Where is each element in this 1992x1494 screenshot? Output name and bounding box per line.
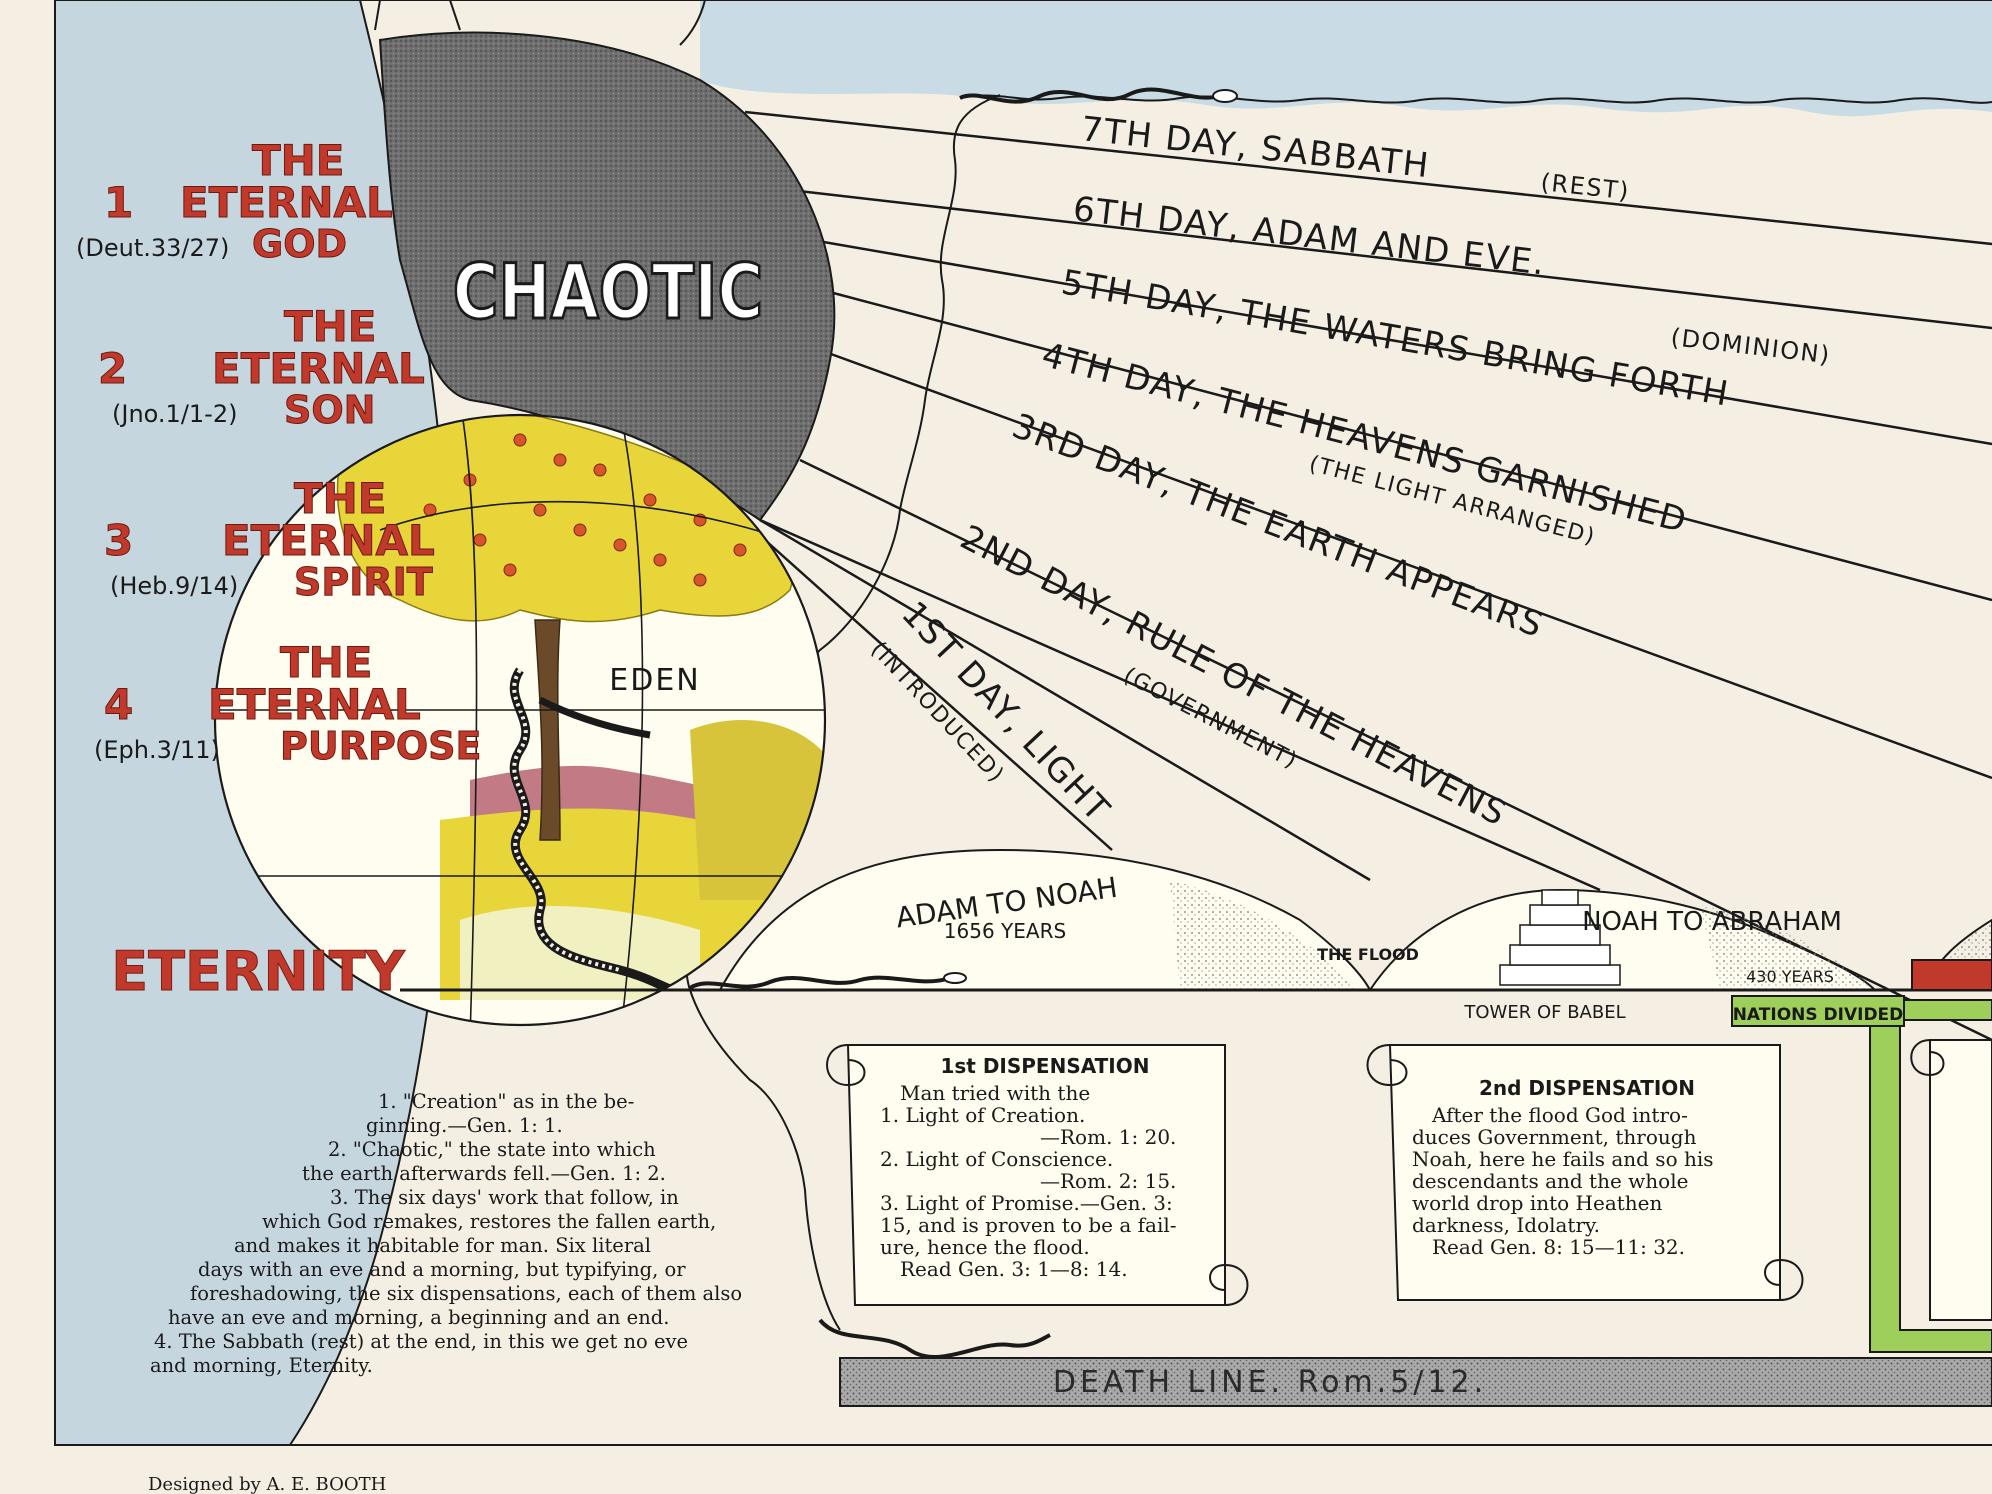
dispensation-1-heading: 1st DISPENSATION	[940, 1054, 1150, 1078]
creation-note-line: and makes it habitable for man. Six lite…	[234, 1234, 652, 1257]
dispensation-2-line: duces Government, through	[1412, 1125, 1697, 1149]
creation-note-line: and morning, Eternity.	[150, 1354, 373, 1377]
creation-note-line: foreshadowing, the six dispensations, ea…	[190, 1282, 743, 1305]
eternal-3-the: THE	[294, 474, 387, 524]
day-7-note: (REST)	[1539, 168, 1631, 205]
creation-note-line: which God remakes, restores the fallen e…	[262, 1210, 717, 1233]
dispensation-2-line: descendants and the whole	[1412, 1169, 1689, 1193]
eternal-1-name: GOD	[251, 222, 348, 267]
eternal-2-eternal: ETERNAL	[212, 344, 426, 394]
dispensation-scroll-2	[1366, 1044, 1804, 1301]
dispensation-1-line: Read Gen. 3: 1—8: 14.	[900, 1257, 1128, 1281]
dispensation-2-line: Noah, here he fails and so his	[1412, 1147, 1714, 1171]
tower-of-babel-label: TOWER OF BABEL	[1463, 1002, 1625, 1023]
day-6-note: (DOMINION)	[1669, 323, 1832, 369]
eternal-1-eternal: ETERNAL	[180, 178, 394, 228]
eternal-4-reference: (Eph.3/11)	[94, 736, 220, 764]
eternal-3-name: SPIRIT	[294, 560, 434, 605]
designer-credit: Designed by A. E. BOOTH	[148, 1474, 387, 1494]
dispensation-2-line: darkness, Idolatry.	[1412, 1213, 1601, 1237]
dispensation-scroll-1	[826, 1044, 1249, 1306]
age-2-years: 430 YEARS	[1746, 967, 1834, 986]
dispensation-2-line: Read Gen. 8: 15—11: 32.	[1432, 1235, 1686, 1259]
creation-note-line: have an eve and morning, a beginning and…	[168, 1306, 670, 1329]
eternal-1-the: THE	[252, 136, 345, 186]
dispensation-2-line: After the flood God intro-	[1432, 1103, 1688, 1127]
eden-globe	[215, 415, 825, 1025]
dispensation-1-line: 1. Light of Creation.	[880, 1103, 1086, 1127]
eternal-3-number: 3	[103, 516, 134, 566]
eternity-label: ETERNITY	[111, 940, 405, 1003]
creation-note-line: 4. The Sabbath (rest) at the end, in thi…	[154, 1330, 689, 1353]
day-6-label: 6TH DAY, ADAM AND EVE.	[1071, 189, 1548, 283]
eternal-2-the: THE	[284, 302, 377, 352]
dispensation-1-line: 3. Light of Promise.—Gen. 3:	[880, 1191, 1173, 1215]
eternal-4-eternal: ETERNAL	[208, 680, 422, 730]
creation-note-line: 1. "Creation" as in the be-	[378, 1090, 635, 1113]
day-7-label: 7TH DAY, SABBATH	[1079, 109, 1432, 186]
the-flood-label: THE FLOOD	[1317, 945, 1419, 964]
age-2-title: NOAH TO ABRAHAM	[1582, 907, 1842, 937]
eternal-2-number: 2	[97, 344, 128, 394]
eternal-2-name: SON	[283, 388, 376, 433]
nations-divided-frame	[1869, 999, 1992, 1353]
dispensation-2-text: 2nd DISPENSATION After the flood God int…	[1412, 1076, 1762, 1258]
eden-label: EDEN	[609, 663, 700, 698]
tower-of-babel-illustration	[1499, 889, 1621, 986]
creation-note-line: the earth afterwards fell.—Gen. 1: 2.	[302, 1162, 666, 1185]
dispensation-1-line: 15, and is proven to be a fail-	[880, 1213, 1177, 1237]
eternal-3-reference: (Heb.9/14)	[110, 572, 239, 600]
death-line-label: DEATH LINE. Rom.5/12.	[1053, 1365, 1487, 1400]
eternal-4-the: THE	[280, 638, 373, 688]
eternal-1-number: 1	[103, 178, 134, 228]
chaotic-sphere	[378, 31, 836, 522]
dispensation-1-line: Man tried with the	[900, 1081, 1091, 1105]
nations-divided-label: NATIONS DIVIDED	[1733, 1005, 1904, 1025]
dispensation-1-line: ure, hence the flood.	[880, 1235, 1090, 1259]
death-line-bar	[839, 1357, 1992, 1407]
eternal-3-eternal: ETERNAL	[222, 516, 436, 566]
creation-note-line: ginning.—Gen. 1: 1.	[366, 1114, 563, 1137]
dispensation-1-line: —Rom. 2: 15.	[1040, 1169, 1177, 1193]
eternal-4-name: PURPOSE	[279, 724, 482, 769]
creation-note-line: 2. "Chaotic," the state into which	[328, 1138, 656, 1161]
dispensation-1-line: —Rom. 1: 20.	[1040, 1125, 1177, 1149]
eternal-1-reference: (Deut.33/27)	[76, 234, 230, 262]
dispensation-2-line: world drop into Heathen	[1412, 1191, 1663, 1215]
creation-note-line: 3. The six days' work that follow, in	[330, 1186, 679, 1209]
creation-note-line: days with an eve and a morning, but typi…	[198, 1258, 686, 1281]
age-1-years: 1656 YEARS	[944, 919, 1066, 943]
sky-band	[700, 0, 1992, 117]
eternal-4-number: 4	[103, 680, 134, 730]
eternal-2-reference: (Jno.1/1-2)	[112, 400, 238, 428]
dispensation-2-heading: 2nd DISPENSATION	[1478, 1076, 1696, 1100]
chaotic-label: CHAOTIC	[453, 248, 763, 337]
dispensation-1-line: 2. Light of Conscience.	[880, 1147, 1114, 1171]
